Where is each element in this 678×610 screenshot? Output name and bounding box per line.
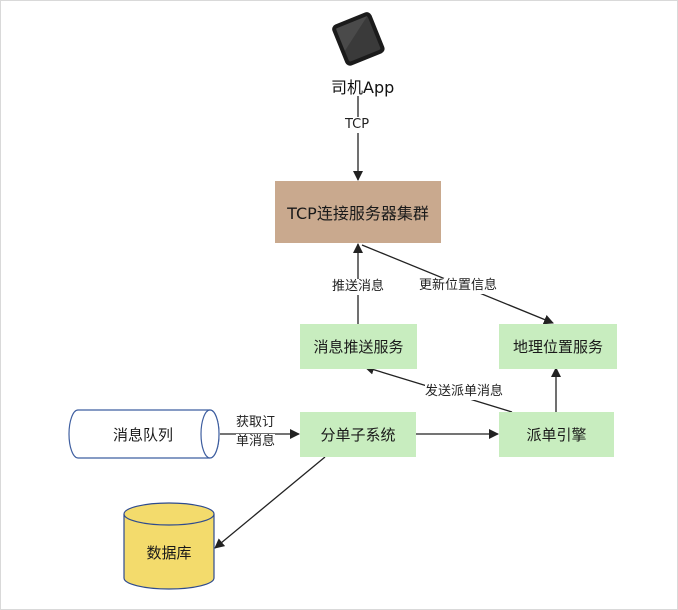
phone-icon [332,12,385,66]
edge-label-update-location: 更新位置信息 [419,278,498,294]
message-queue-shape [68,409,220,459]
tcp-cluster-node: TCP连接服务器集群 [275,181,441,243]
geo-service-node: 地理位置服务 [499,324,617,369]
edge-label-fetch-order-2: 单消息 [236,434,276,450]
message-queue-label: 消息队列 [112,425,173,444]
edge-label-fetch-order-1: 获取订 [236,415,276,431]
database-label: 数据库 [146,544,192,562]
dispatch-engine-node: 派单引擎 [499,412,614,457]
edge-subsystem-to-database [214,456,326,549]
dispatch-subsystem-node: 分单子系统 [300,412,416,457]
phone-app-label: 司机App [331,78,395,97]
edge-label-tcp: TCP [345,117,370,133]
push-service-node: 消息推送服务 [300,324,417,369]
edge-label-push-message: 推送消息 [332,279,385,295]
edge-label-send-dispatch: 发送派单消息 [425,384,504,400]
database-shape [123,502,215,590]
